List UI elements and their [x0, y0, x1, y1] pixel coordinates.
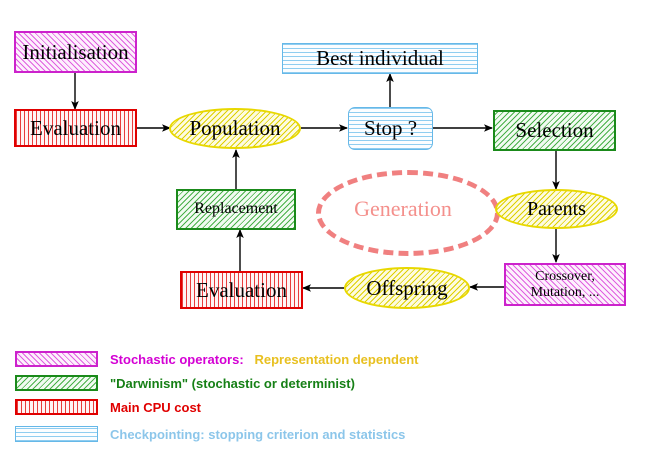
node-parents-label: Parents: [527, 197, 586, 220]
node-evaluation-top-label: Evaluation: [30, 115, 121, 140]
legend-label-darwinism: "Darwinism" (stochastic or determinist): [110, 376, 355, 391]
legend-row-darwinism: "Darwinism" (stochastic or determinist): [110, 376, 355, 391]
legend-swatch-checkpointing: [15, 426, 98, 442]
node-offspring[interactable]: Offspring: [344, 267, 470, 309]
legend-swatch-stochastic-operators: [15, 351, 98, 367]
node-population[interactable]: Population: [169, 108, 301, 149]
legend-swatch-main-cpu-cost: [15, 399, 98, 415]
node-evaluation-top[interactable]: Evaluation: [14, 109, 137, 147]
node-replacement[interactable]: Replacement: [176, 189, 296, 230]
legend-suffix-representation-dependent: Representation dependent: [254, 352, 419, 367]
node-best-individual[interactable]: Best individual: [282, 43, 478, 74]
node-evaluation-bottom[interactable]: Evaluation: [180, 271, 303, 309]
legend-label-checkpointing: Checkpointing: stopping criterion and st…: [110, 427, 406, 442]
legend-row-main-cpu-cost: Main CPU cost: [110, 400, 201, 415]
node-evaluation-bottom-label: Evaluation: [196, 277, 287, 302]
node-initialisation-label: Initialisation: [22, 39, 129, 64]
node-crossover-line1: Crossover,: [535, 268, 595, 284]
node-stop[interactable]: Stop ?: [348, 107, 433, 150]
node-offspring-label: Offspring: [366, 275, 448, 300]
node-replacement-label: Replacement: [194, 200, 278, 218]
node-crossover-mutation[interactable]: Crossover, Mutation, ...: [504, 263, 626, 306]
node-crossover-line2: Mutation, ...: [530, 284, 600, 300]
node-parents[interactable]: Parents: [495, 189, 618, 229]
node-population-label: Population: [189, 116, 281, 141]
legend-swatch-darwinism: [15, 375, 98, 391]
node-selection[interactable]: Selection: [493, 110, 616, 151]
node-selection-label: Selection: [515, 118, 594, 143]
legend-row-stochastic-operators: Stochastic operators: Representation dep…: [110, 352, 418, 367]
legend-label-stochastic-operators: Stochastic operators:: [110, 352, 244, 367]
legend-label-main-cpu-cost: Main CPU cost: [110, 400, 202, 415]
node-best-individual-label: Best individual: [316, 46, 444, 71]
legend-row-checkpointing: Checkpointing: stopping criterion and st…: [110, 427, 405, 442]
legend-gap-0: [244, 352, 255, 367]
node-initialisation[interactable]: Initialisation: [14, 31, 137, 73]
node-stop-label: Stop ?: [363, 116, 418, 141]
generation-label: Generation: [354, 196, 452, 221]
